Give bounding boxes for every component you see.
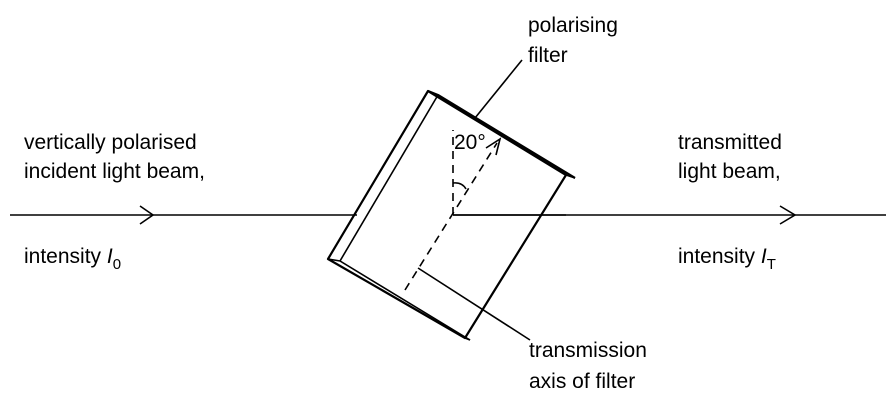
incident-label-line1: vertically polarised: [24, 131, 197, 154]
transmitted-intensity-label: intensity IT: [678, 245, 776, 273]
transmission-axis-arrowhead: [485, 137, 502, 156]
incident-beam-arrowhead: [139, 205, 155, 225]
transmitted-intensity-sub: T: [767, 256, 776, 273]
filter-label-line2: filter: [528, 44, 568, 67]
transmitted-beam-arrowhead: [779, 205, 797, 225]
axis-leader-line: [417, 267, 531, 341]
incident-label-line2: incident light beam,: [24, 160, 205, 183]
filter-leader-line: [474, 59, 523, 119]
angle-arc: [452, 182, 467, 190]
filter-bottom-corner: [464, 337, 471, 341]
filter-side-edge: [327, 90, 429, 260]
transmitted-label-line1: transmitted: [678, 131, 782, 154]
axis-label-line1: transmission: [529, 339, 647, 362]
transmitted-label-line2: light beam,: [678, 160, 781, 183]
incident-intensity-text: intensity: [24, 245, 107, 268]
incident-intensity-symbol: I: [107, 245, 113, 268]
incident-intensity-label: intensity I0: [24, 245, 121, 273]
transmitted-intensity-text: intensity: [678, 245, 761, 268]
transmitted-intensity-symbol: I: [761, 245, 767, 268]
filter-label-line1: polarising: [528, 14, 618, 37]
transmission-axis-line: [404, 142, 498, 291]
axis-label-line2: axis of filter: [529, 370, 635, 393]
filter-inner-side-edge: [339, 94, 439, 262]
incident-intensity-sub: 0: [113, 256, 121, 273]
filter-corner-edge: [565, 174, 576, 179]
filter-bottom-edge: [327, 258, 471, 341]
angle-label: 20°: [454, 131, 486, 154]
